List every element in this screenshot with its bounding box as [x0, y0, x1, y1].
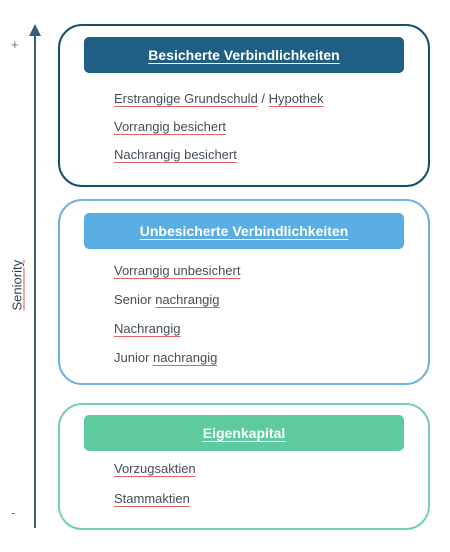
- item-text: Nachrangig besichert: [114, 147, 237, 162]
- item-text: nachrangig: [153, 350, 218, 365]
- list-item: Stammaktien: [114, 491, 196, 507]
- axis-arrow-head: [29, 24, 41, 36]
- list-item: Vorzugsaktien: [114, 461, 196, 477]
- unsecured-liabilities-header: Unbesicherte Verbindlichkeiten: [84, 213, 404, 249]
- unsecured-liabilities-list: Vorrangig unbesichert Senior nachrangig …: [114, 263, 240, 379]
- list-item: Nachrangig besichert: [114, 147, 324, 163]
- item-text: Vorzugsaktien: [114, 461, 196, 476]
- secured-liabilities-list: Erstrangige Grundschuld / Hypothek Vorra…: [114, 91, 324, 175]
- item-text: Hypothek: [268, 91, 324, 106]
- list-item: Junior nachrangig: [114, 350, 240, 366]
- secured-liabilities-header: Besicherte Verbindlichkeiten: [84, 37, 404, 73]
- item-text: Nachrangig: [114, 321, 181, 336]
- item-text: Erstrangige Grundschuld: [114, 91, 258, 106]
- unsecured-liabilities-group: Unbesicherte Verbindlichkeiten Vorrangig…: [58, 199, 430, 385]
- equity-header: Eigenkapital: [84, 415, 404, 451]
- item-text: Junior: [114, 350, 154, 365]
- list-item: Vorrangig unbesichert: [114, 263, 240, 279]
- list-item: Nachrangig: [114, 321, 240, 337]
- axis-bottom-marker: -: [11, 505, 16, 520]
- secured-liabilities-group: Besicherte Verbindlichkeiten Erstrangige…: [58, 24, 430, 187]
- item-text: Vorrangig unbesichert: [114, 263, 241, 278]
- item-text: Vorrangig besichert: [114, 119, 227, 134]
- item-text: Stammaktien: [114, 491, 190, 506]
- equity-list: Vorzugsaktien Stammaktien: [114, 461, 196, 521]
- axis-label: Seniority: [9, 259, 25, 311]
- list-item: Erstrangige Grundschuld / Hypothek: [114, 91, 324, 107]
- list-item: Vorrangig besichert: [114, 119, 324, 135]
- axis-top-marker: +: [11, 37, 19, 52]
- list-item: Senior nachrangig: [114, 292, 240, 308]
- equity-group: Eigenkapital Vorzugsaktien Stammaktien: [58, 403, 430, 530]
- item-text: Senior: [114, 292, 156, 307]
- item-separator: /: [257, 91, 269, 106]
- axis-line: [34, 34, 36, 528]
- item-text: nachrangig: [155, 292, 220, 307]
